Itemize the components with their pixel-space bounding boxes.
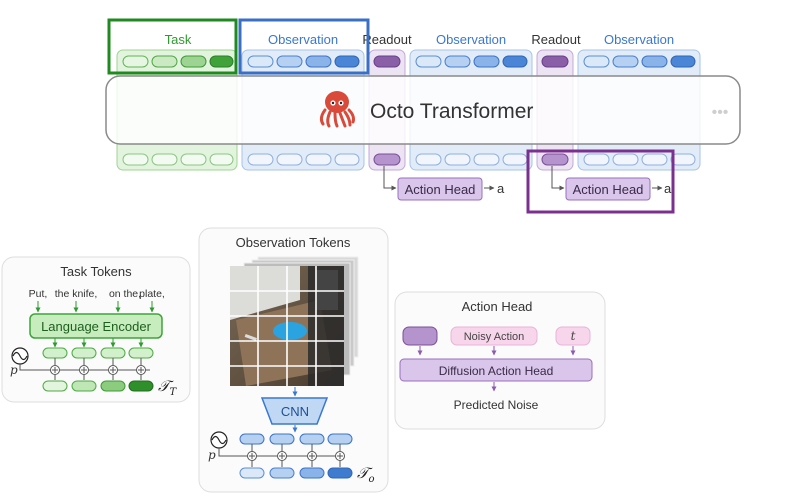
positional-line-task — [19, 364, 150, 371]
inputs-to-diffusion-arrows — [417, 346, 576, 356]
task-word-3: on the, — [109, 288, 141, 300]
observation-header-3: Observation — [604, 32, 674, 47]
timestep-symbol: t — [571, 329, 576, 343]
predicted-noise-label: Predicted Noise — [454, 398, 539, 412]
position-symbol-task: p — [10, 363, 18, 377]
observation-plus-icons — [247, 444, 345, 467]
timestep-block — [555, 326, 591, 346]
observation-tokens-title: Observation Tokens — [236, 235, 351, 250]
task-tokens-symbol-sub: T — [170, 387, 178, 398]
observation-highlight-frame — [238, 18, 370, 75]
readout-to-action-head-1 — [383, 166, 397, 191]
action-head-block-2 — [565, 177, 651, 201]
sine-wave-icon — [11, 347, 29, 365]
encoded-token-row — [42, 347, 154, 359]
readout-header-2: Readout — [531, 32, 581, 47]
diffusion-action-head-label: Diffusion Action Head — [439, 364, 554, 378]
position-symbol-observation: p — [208, 448, 216, 462]
action-head-highlight-frame — [526, 149, 675, 214]
octo-transformer-block — [105, 75, 741, 145]
sine-wave-icon — [210, 431, 228, 449]
noisy-action-block — [450, 326, 538, 346]
task-highlight-frame — [107, 18, 238, 75]
cnn-block — [260, 397, 329, 425]
top-token-row — [122, 55, 696, 68]
action-head-label-1: Action Head — [405, 182, 476, 197]
task-word-2: the knife, — [55, 288, 98, 300]
word-to-encoder-arrows — [35, 301, 155, 313]
octopus-icon — [319, 91, 355, 128]
noisy-action-label: Noisy Action — [464, 331, 525, 343]
action-head-label-2: Action Head — [573, 182, 644, 197]
diffusion-action-head-block — [399, 358, 593, 382]
language-encoder-block — [29, 313, 163, 339]
task-plus-icons — [50, 358, 146, 380]
action-output-2: a — [664, 181, 672, 196]
observation-tokens-symbol-sub: o — [369, 474, 375, 485]
readout-header-1: Readout — [362, 32, 412, 47]
encoder-to-token-arrows — [52, 338, 144, 348]
task-header: Task — [165, 32, 192, 47]
observation-output-token-row — [239, 467, 353, 479]
cnn-label: CNN — [281, 404, 309, 419]
language-encoder-label: Language Encoder — [41, 319, 152, 334]
readout-to-action-head-2 — [551, 166, 565, 191]
task-word-4: plate, — [139, 288, 165, 300]
action-head-block-1 — [397, 177, 483, 201]
readout-embedding-block — [402, 326, 438, 346]
positional-line-observation — [218, 448, 344, 457]
more-indicator: ••• — [712, 104, 729, 121]
task-word-1: Put, — [29, 288, 48, 300]
octo-transformer-title: Octo Transformer — [370, 100, 533, 123]
observation-header-2: Observation — [436, 32, 506, 47]
cnn-token-row — [239, 433, 353, 445]
action-output-1: a — [497, 181, 505, 196]
observation-header-1: Observation — [268, 32, 338, 47]
task-output-token-row — [42, 380, 154, 392]
bottom-token-row — [122, 153, 696, 166]
task-tokens-title: Task Tokens — [60, 264, 132, 279]
action-head-panel-title: Action Head — [462, 299, 533, 314]
observation-image-stack — [230, 256, 359, 386]
